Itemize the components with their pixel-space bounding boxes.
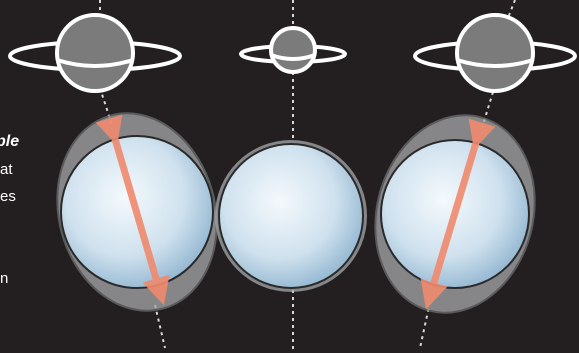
planet-middle <box>241 28 345 72</box>
planet-body-middle <box>271 28 315 72</box>
sphere-middle <box>219 144 363 288</box>
left-system <box>10 0 238 348</box>
axis-line-right-top <box>508 0 515 18</box>
axis-line-left-bottom <box>155 305 165 348</box>
planet-left <box>10 15 180 91</box>
middle-system <box>215 0 367 353</box>
planet-body-left <box>57 15 133 91</box>
planet-right <box>415 15 575 91</box>
right-system <box>354 0 575 348</box>
planet-body-right <box>457 15 533 91</box>
moon-right <box>354 97 556 331</box>
moon-middle <box>215 140 367 292</box>
moon-left <box>36 95 238 329</box>
